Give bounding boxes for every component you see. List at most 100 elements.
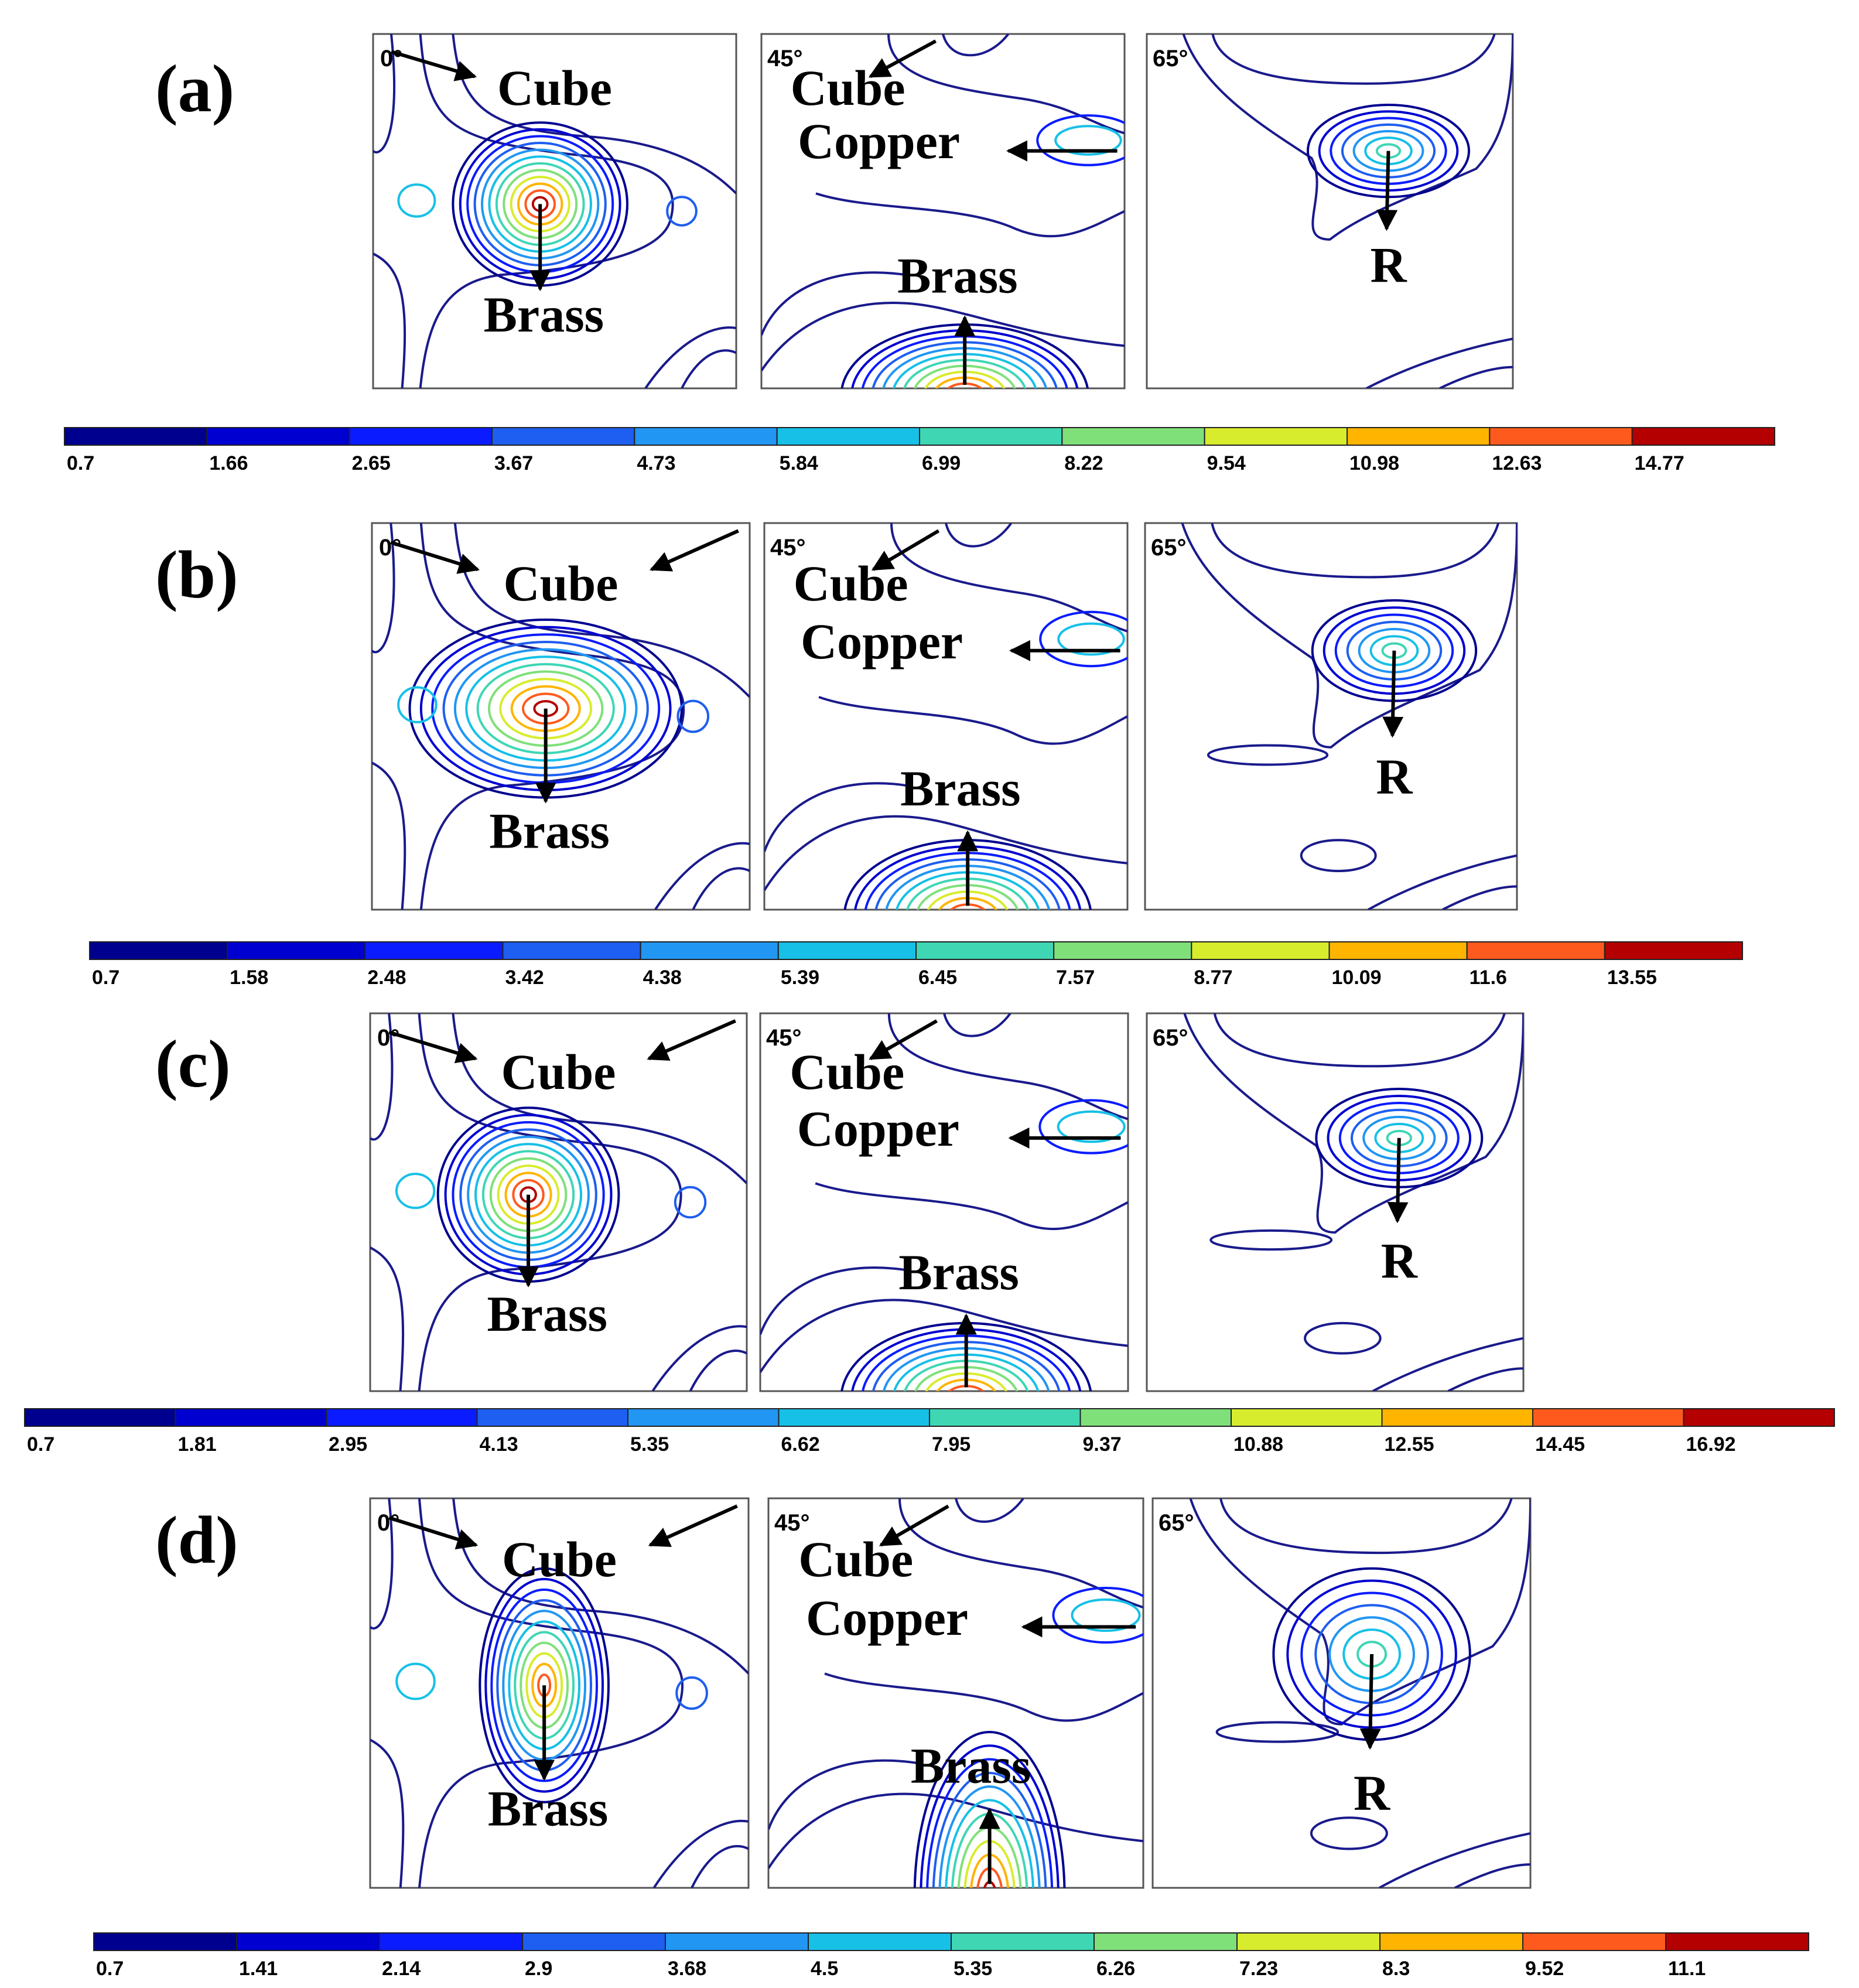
panel-frame xyxy=(1146,1012,1525,1392)
colorbar-segment xyxy=(634,427,778,446)
contour-outline xyxy=(418,1013,682,1391)
colorbar-segment xyxy=(919,427,1063,446)
side-lobe-contour xyxy=(395,1662,436,1700)
colorbar-segment xyxy=(236,1932,380,1951)
colorbar-tick-label: 12.55 xyxy=(1385,1433,1434,1456)
contour-outline xyxy=(372,761,406,910)
odf-section-panel: 65°R xyxy=(1146,33,1514,390)
label-cube: Cube xyxy=(502,1531,617,1587)
colorbar-tick-label: 9.52 xyxy=(1525,1958,1564,1980)
colorbar-segment xyxy=(1683,1408,1835,1427)
colorbar-tick-label: 6.45 xyxy=(918,966,957,989)
copper-contour xyxy=(1057,622,1125,656)
colorbar-tick-label: 0.7 xyxy=(96,1958,124,1980)
colorbar-tick-label: 1.58 xyxy=(230,966,268,989)
pointer-arrow xyxy=(390,541,480,574)
label-brass: Brass xyxy=(898,1244,1019,1300)
colorbar-tick-label: 9.37 xyxy=(1083,1433,1122,1456)
label-copper: Copper xyxy=(806,1590,968,1646)
colorbar-segment xyxy=(502,941,641,960)
contour-outline xyxy=(887,34,1125,135)
colorbar-segment xyxy=(915,941,1055,960)
colorbar-tick-label: 2.95 xyxy=(329,1433,367,1456)
colorbar-segment xyxy=(778,1408,930,1427)
colorbar-segment xyxy=(1379,1932,1523,1951)
pointer-arrow xyxy=(647,1019,736,1061)
colorbar-segment xyxy=(491,427,635,446)
contour-outline xyxy=(1372,1337,1523,1391)
contour-outline xyxy=(452,1013,747,1184)
contour-outline xyxy=(689,1350,747,1391)
colorbar-tick-label: 2.9 xyxy=(525,1958,552,1980)
contour-line xyxy=(926,1758,1054,1888)
colorbar-tick-label: 1.81 xyxy=(178,1433,217,1456)
colorbar-tick-label: 5.84 xyxy=(780,452,818,474)
contour-outline xyxy=(419,34,674,388)
side-lobe-contour xyxy=(666,196,698,227)
contour-outline xyxy=(815,192,1125,238)
colorbar-tick-label: 2.14 xyxy=(382,1958,421,1980)
section-angle: 45° xyxy=(774,1510,810,1536)
colorbar-segment xyxy=(93,1932,237,1951)
colorbar-tick-label: 1.41 xyxy=(239,1958,278,1980)
contour-outline xyxy=(370,1246,405,1391)
colorbar-segment xyxy=(808,1932,952,1951)
colorbar-tick-label: 6.99 xyxy=(922,452,961,474)
colorbar-tick-label: 4.13 xyxy=(480,1433,518,1456)
contour-outline xyxy=(692,867,750,910)
colorbar-segment xyxy=(1381,1408,1533,1427)
colorbar-tick-label: 11.6 xyxy=(1470,966,1507,989)
contour-outline xyxy=(815,1182,1128,1231)
colorbar-tick-label: 0.7 xyxy=(92,966,119,989)
pointer-arrow xyxy=(1387,1138,1409,1224)
colorbar-segment xyxy=(1053,941,1192,960)
colorbar-tick-label: 4.73 xyxy=(637,452,675,474)
pointer-arrow xyxy=(879,1504,949,1547)
label-cube: Cube xyxy=(794,555,908,612)
section-angle: 45° xyxy=(766,1025,802,1051)
contour-outline xyxy=(1181,523,1517,749)
copper-contour xyxy=(1071,1598,1141,1632)
contour-outline xyxy=(818,696,1127,745)
colorbar-segment xyxy=(776,427,920,446)
contour-outline xyxy=(373,252,406,388)
pointer-arrow xyxy=(388,1516,479,1550)
colorbar-tick-label: 8.22 xyxy=(1064,452,1103,474)
contour-outline xyxy=(761,302,1125,371)
contour-outline xyxy=(1447,1367,1523,1391)
contour-outline xyxy=(373,34,396,153)
colorbar-tick-label: 16.92 xyxy=(1686,1433,1736,1456)
contour-outline xyxy=(1189,1498,1530,1726)
colorbar-tick-label: 6.62 xyxy=(781,1433,820,1456)
colorbar-segment xyxy=(1328,941,1468,960)
contour-outline xyxy=(1213,1013,1506,1068)
colorbar-tick-label: 3.68 xyxy=(668,1958,706,1980)
contour-outline xyxy=(452,1498,749,1675)
label-brass: Brass xyxy=(489,802,609,859)
contour-outline xyxy=(898,1498,1143,1609)
contour-outline xyxy=(418,1498,684,1888)
contour-outline xyxy=(372,523,395,654)
contour-line xyxy=(920,1744,1060,1888)
panel-frame xyxy=(369,1497,750,1889)
colorbar-segment xyxy=(1347,427,1491,446)
contour-outline xyxy=(942,34,1010,57)
contour-island xyxy=(1207,744,1329,766)
odf-section-panel: 65°R xyxy=(1146,1012,1525,1392)
colorbar-tick-label: 10.09 xyxy=(1332,966,1382,989)
label-brass: Brass xyxy=(911,1737,1031,1794)
copper-contour xyxy=(1039,610,1127,668)
contour-outline xyxy=(764,782,910,852)
colorbar-tick-label: 6.26 xyxy=(1096,1958,1135,1980)
colorbar-segment xyxy=(627,1408,780,1427)
colorbar-tick-label: 10.88 xyxy=(1233,1433,1283,1456)
contour-line xyxy=(932,1771,1047,1888)
label-r: R xyxy=(1370,237,1407,293)
colorbar-segment xyxy=(1093,1932,1238,1951)
contour-outline xyxy=(1368,854,1517,910)
